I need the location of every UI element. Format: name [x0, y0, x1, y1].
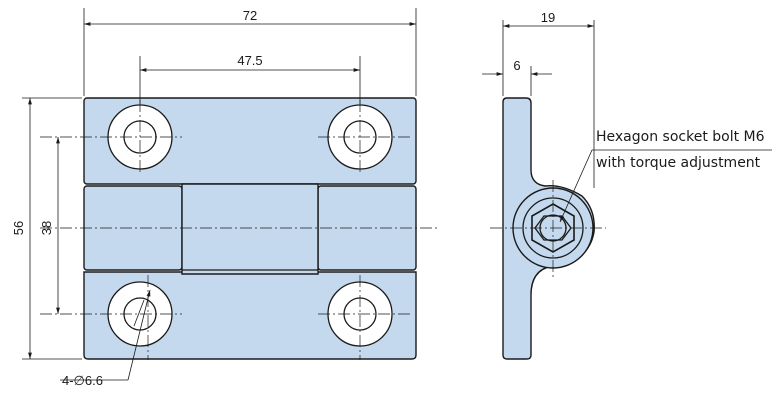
dimension-side-thickness: 6	[482, 58, 552, 96]
side-width-label: 19	[541, 10, 555, 25]
front-center-lines	[40, 100, 440, 360]
hole-callout-label: 4-∅6.6	[62, 373, 103, 388]
hole-spacing-y-label: 38	[39, 221, 54, 235]
overall-height-label: 56	[11, 221, 26, 235]
dimension-hole-spacing-y: 38	[39, 137, 60, 314]
hole-spacing-x-label: 47.5	[237, 53, 262, 68]
dimension-side-width: 19	[502, 10, 595, 188]
side-thickness-label: 6	[513, 58, 520, 73]
overall-width-label: 72	[243, 8, 257, 23]
hole-diameter-callout: 4-∅6.6	[60, 289, 151, 388]
side-view: 19 6 Hexagon socket bolt M6 with torque …	[482, 10, 772, 360]
front-view: 72 47.5 56 38 4-∅6.6	[11, 8, 440, 388]
center-knuckle	[181, 183, 319, 275]
dimension-overall-width: 72	[83, 8, 417, 96]
bolt-note: Hexagon socket bolt M6 with torque adjus…	[559, 129, 772, 223]
bolt-note-line2: with torque adjustment	[596, 155, 761, 171]
dimension-overall-height: 56	[11, 97, 82, 360]
side-center-lines	[490, 180, 606, 278]
lower-leaf	[83, 271, 417, 360]
dimension-hole-spacing-x: 47.5	[139, 53, 361, 104]
bolt-note-line1: Hexagon socket bolt M6	[596, 129, 765, 145]
